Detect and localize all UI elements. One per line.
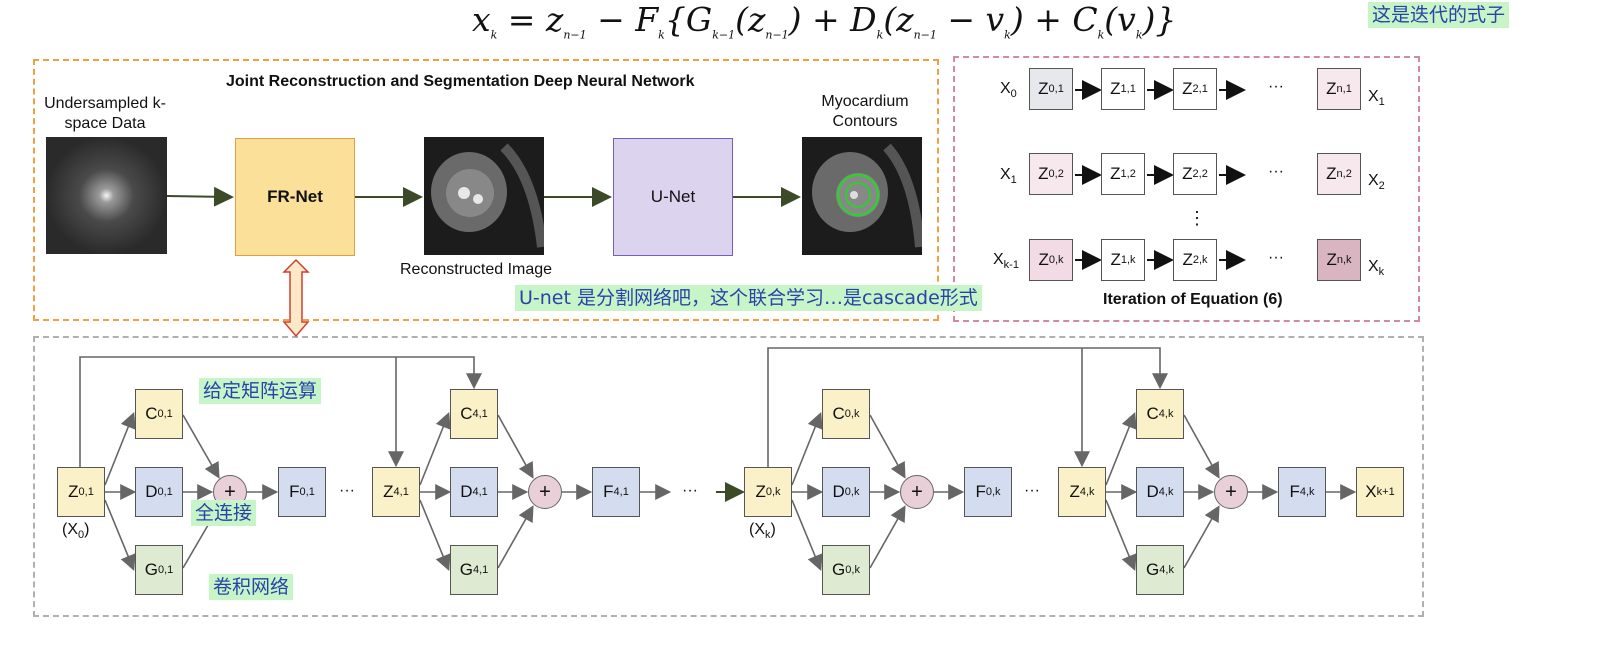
joint-network-panel (33, 59, 939, 321)
sum-node-2: + (528, 475, 562, 509)
iter-row3-in: Xk-1 (993, 251, 1019, 272)
input-label: Undersampled k-space Data (40, 94, 170, 134)
unrolled-network-panel (33, 336, 1424, 617)
iter-row3-out: Xk (1368, 258, 1385, 279)
iteration-formula: xk = zn−1 − Fk{Gk−1(zn−1) + Dk(zn−1 − vk… (472, 0, 1177, 42)
ellipsis-b1: ··· (339, 482, 355, 499)
sum-node-4: + (1214, 475, 1248, 509)
xk-label: (Xk) (749, 521, 776, 542)
iter-row1-in: X0 (1000, 80, 1017, 101)
ellipsis-b3: ··· (1024, 482, 1040, 499)
fc-note: 全连接 (191, 500, 257, 526)
output-label: Myocardium Contours (800, 92, 930, 132)
matrix-note: 给定矩阵运算 (199, 378, 322, 404)
unet-label: U-Net (650, 187, 696, 206)
frnet-block: FR-Net (235, 138, 355, 256)
output-label-text: Myocardium Contours (821, 93, 909, 130)
sum-node-3: + (900, 475, 934, 509)
recon-label: Reconstructed Image (400, 261, 553, 278)
iter-ellipsis-2: ··· (1268, 163, 1284, 180)
unet-block: U-Net (613, 138, 733, 256)
ellipsis-b2: ··· (682, 482, 698, 499)
formula-note: 这是迭代的式子 (1368, 2, 1510, 28)
iter-vdots: ⋮ (1188, 208, 1206, 228)
contour-image (802, 137, 922, 255)
x0-label: (X0) (62, 521, 90, 542)
iter-ellipsis-1: ··· (1268, 78, 1284, 95)
iter-row2-in: X1 (1000, 166, 1017, 187)
iteration-panel (953, 56, 1420, 322)
frnet-label: FR-Net (267, 187, 323, 206)
iter-caption: Iteration of Equation (6) (1103, 291, 1283, 308)
reconstructed-image (424, 137, 544, 255)
iter-row2-out: X2 (1368, 172, 1385, 193)
unet-note: U-net 是分割网络吧，这个联合学习…是cascade形式 (515, 285, 982, 311)
panel-title: Joint Reconstruction and Segmentation De… (226, 73, 695, 90)
conv-note: 卷积网络 (209, 574, 294, 600)
kspace-image (46, 137, 167, 254)
input-label-text: Undersampled k-space Data (44, 95, 166, 132)
iter-row1-out: X1 (1368, 88, 1385, 109)
iter-ellipsis-3: ··· (1268, 249, 1284, 266)
